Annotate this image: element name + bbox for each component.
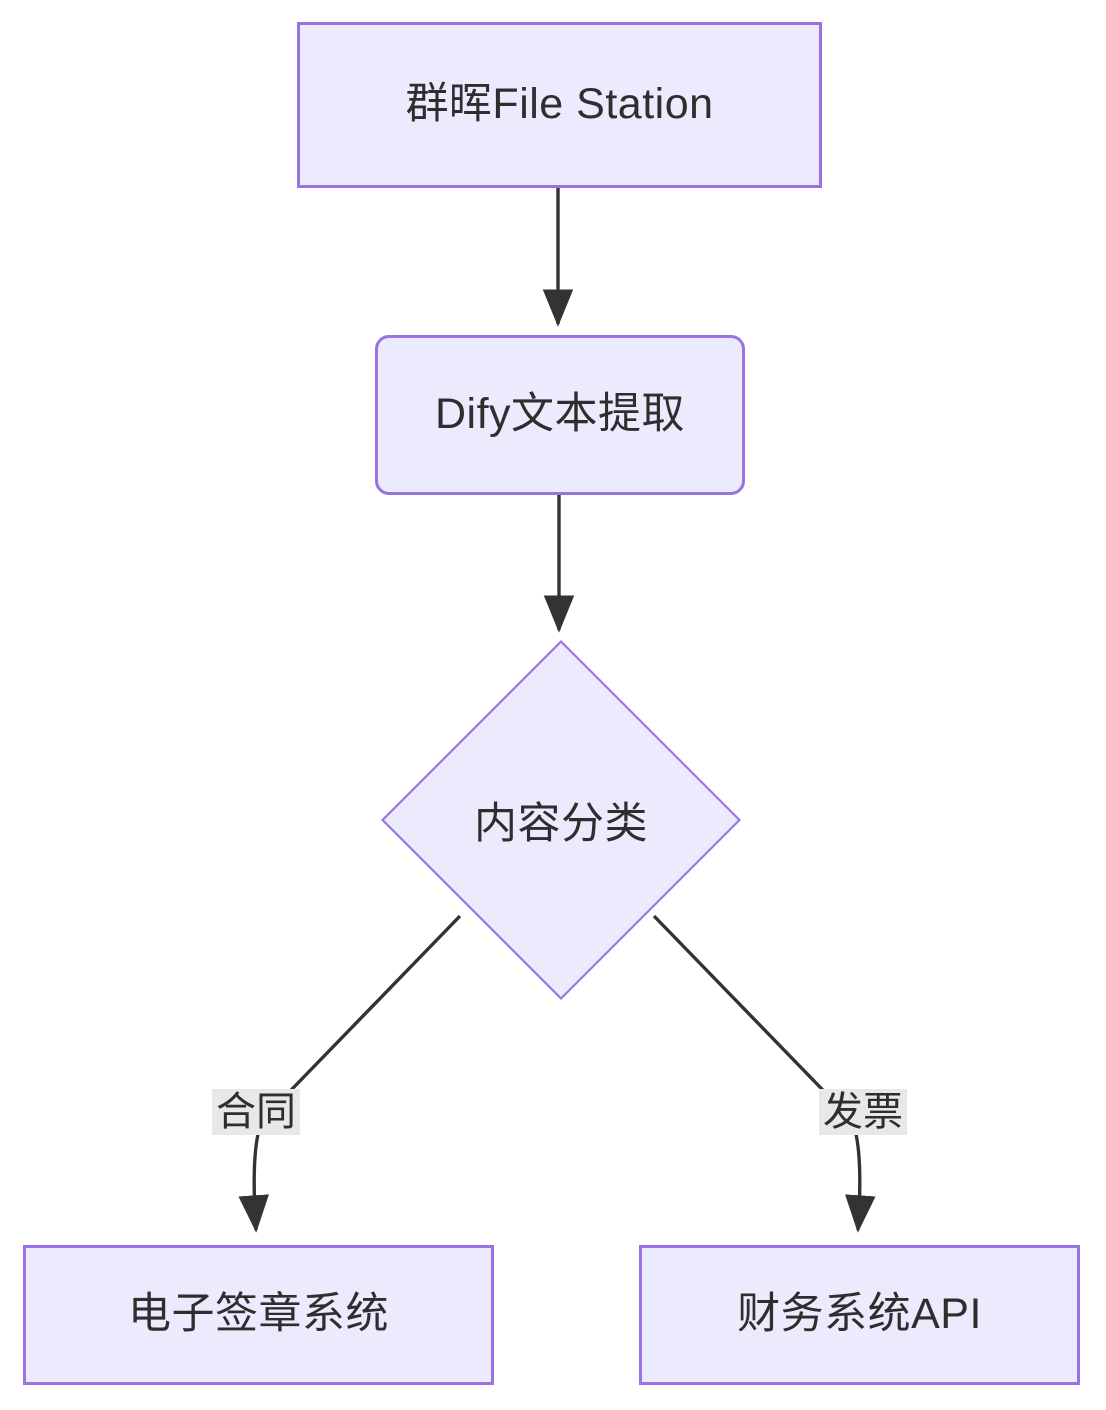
node-label: 内容分类 [474,800,648,848]
node-dify-text-extraction[interactable]: Dify文本提取 [375,335,745,495]
node-label: 电子签章系统 [128,1290,389,1339]
node-synology-file-station[interactable]: 群晖File Station [297,22,822,188]
node-label: Dify文本提取 [434,390,686,439]
node-finance-system-api[interactable]: 财务系统API [639,1245,1080,1385]
node-content-classification[interactable]: 内容分类 [381,640,741,1000]
node-label: 群晖File Station [405,80,714,129]
edge-label-contract: 合同 [212,1089,300,1135]
node-label: 财务系统API [737,1290,982,1339]
edge-label-invoice: 发票 [819,1089,907,1135]
node-e-signature-system[interactable]: 电子签章系统 [23,1245,494,1385]
